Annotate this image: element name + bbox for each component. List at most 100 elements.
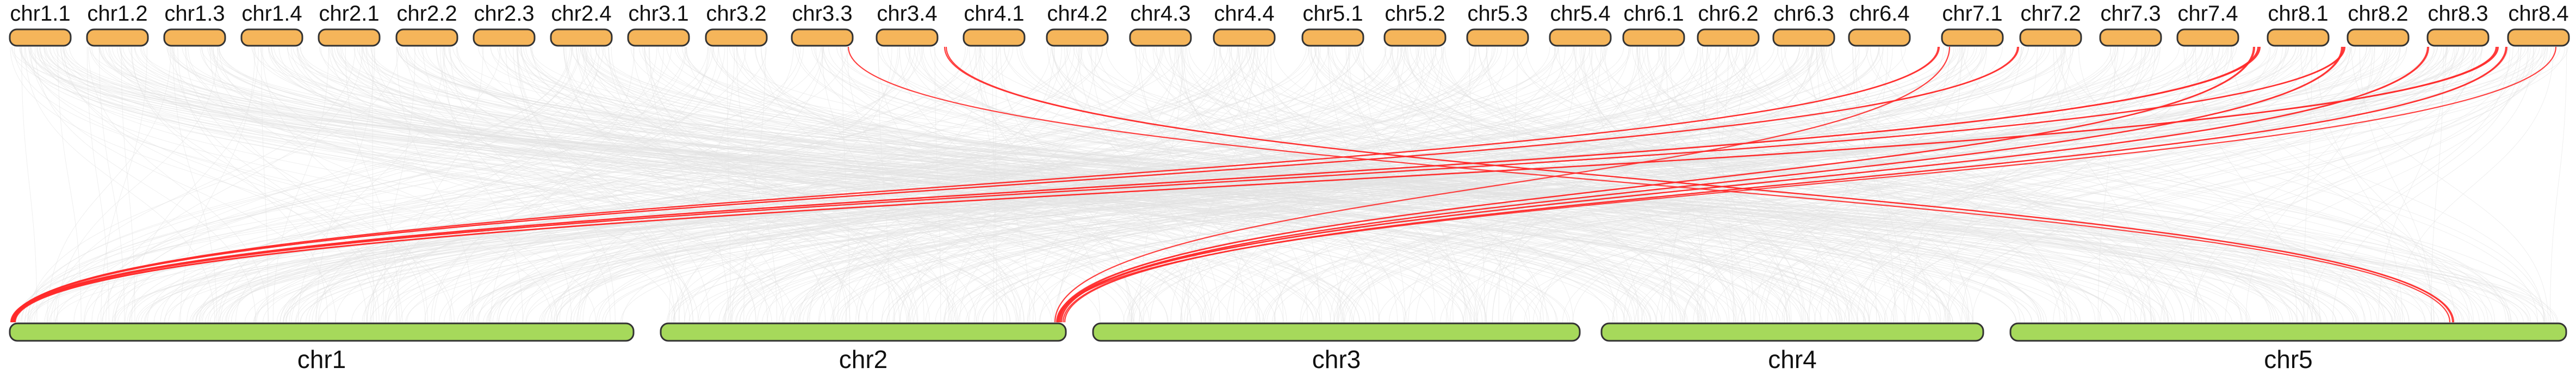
background-link bbox=[180, 46, 256, 323]
background-link bbox=[761, 46, 1017, 323]
top-chromosome-bar bbox=[1301, 28, 1364, 47]
background-link bbox=[1052, 46, 1886, 323]
top-chromosome-label: chr4.1 bbox=[964, 2, 1024, 26]
top-chromosome-chr5.2: chr5.2 bbox=[1383, 2, 1447, 47]
background-link bbox=[21, 46, 821, 323]
background-link bbox=[1698, 46, 2064, 323]
background-link bbox=[86, 46, 109, 323]
background-link bbox=[278, 46, 1132, 323]
background-link bbox=[1315, 46, 2066, 323]
background-link bbox=[261, 46, 269, 323]
background-link bbox=[88, 46, 269, 323]
highlighted-link bbox=[1054, 46, 1951, 323]
top-chromosome-bar bbox=[705, 28, 768, 47]
background-link bbox=[644, 46, 1025, 323]
top-chromosome-chr6.3: chr6.3 bbox=[1772, 2, 1835, 47]
background-link bbox=[1905, 46, 2194, 323]
background-link bbox=[37, 46, 1785, 323]
top-chromosome-label: chr5.1 bbox=[1302, 2, 1363, 26]
background-link bbox=[1201, 46, 1969, 323]
top-chromosome-label: chr3.2 bbox=[706, 2, 766, 26]
background-link bbox=[2431, 46, 2444, 323]
background-link bbox=[30, 46, 1616, 323]
background-link bbox=[718, 46, 1335, 323]
background-link bbox=[506, 46, 1392, 323]
background-link bbox=[731, 46, 1728, 323]
highlighted-link bbox=[847, 46, 2451, 323]
top-chromosome-chr1.3: chr1.3 bbox=[163, 2, 226, 47]
background-link bbox=[335, 46, 1163, 323]
top-chromosome-chr6.2: chr6.2 bbox=[1697, 2, 1760, 47]
top-chromosome-label: chr5.3 bbox=[1467, 2, 1528, 26]
background-link bbox=[401, 46, 2321, 323]
background-link bbox=[91, 46, 1464, 323]
background-link bbox=[1053, 46, 1351, 323]
background-link bbox=[61, 46, 455, 323]
background-link bbox=[1512, 46, 2543, 323]
background-link bbox=[1408, 46, 1637, 323]
background-link bbox=[521, 46, 1021, 323]
background-link bbox=[934, 46, 2152, 323]
top-chromosome-label: chr8.3 bbox=[2428, 2, 2488, 26]
background-link bbox=[491, 46, 635, 323]
background-link bbox=[1308, 46, 1850, 323]
background-link bbox=[1756, 46, 2132, 323]
background-link bbox=[1175, 46, 1398, 323]
background-link bbox=[1156, 46, 1705, 323]
background-link bbox=[1131, 46, 1962, 323]
background-link bbox=[276, 46, 1729, 323]
background-link bbox=[878, 46, 890, 323]
background-link bbox=[213, 46, 557, 323]
background-link bbox=[135, 46, 2196, 323]
bottom-chromosome-bar bbox=[2009, 322, 2567, 342]
top-chromosome-chr1.4: chr1.4 bbox=[240, 2, 303, 47]
background-link bbox=[2300, 46, 2435, 323]
background-link bbox=[73, 46, 686, 323]
background-link bbox=[361, 46, 1016, 323]
background-link bbox=[160, 46, 923, 323]
top-chromosome-bar bbox=[1941, 28, 2004, 47]
background-link bbox=[1407, 46, 1790, 323]
background-link bbox=[140, 46, 1953, 323]
background-link bbox=[727, 46, 731, 323]
background-link bbox=[439, 46, 572, 323]
background-link bbox=[296, 46, 2156, 323]
background-link bbox=[177, 46, 328, 323]
background-link bbox=[28, 46, 553, 323]
top-chromosome-bar bbox=[318, 28, 381, 47]
background-link bbox=[21, 46, 1205, 323]
top-chromosome-chr7.3: chr7.3 bbox=[2099, 2, 2162, 47]
background-link bbox=[1492, 46, 1667, 323]
background-link bbox=[1972, 46, 2388, 323]
background-link bbox=[2195, 46, 2298, 323]
background-link bbox=[904, 46, 1961, 323]
background-link bbox=[2110, 46, 2545, 323]
background-link bbox=[1821, 46, 2136, 323]
bottom-chromosome-chr3: chr3 bbox=[1092, 322, 1581, 373]
background-link bbox=[1554, 46, 2512, 323]
bottom-chromosome-chr4: chr4 bbox=[1600, 322, 1984, 373]
background-link bbox=[367, 46, 711, 323]
background-link bbox=[117, 46, 2278, 323]
top-chromosome-chr3.4: chr3.4 bbox=[876, 2, 939, 47]
background-link bbox=[119, 46, 1626, 323]
background-link bbox=[316, 46, 375, 323]
background-link bbox=[1267, 46, 2277, 323]
top-chromosome-label: chr5.2 bbox=[1385, 2, 1445, 26]
highlighted-link bbox=[1057, 46, 2557, 323]
background-link bbox=[200, 46, 1264, 323]
background-link bbox=[1426, 46, 2451, 323]
background-link bbox=[1901, 46, 2506, 323]
background-link bbox=[220, 46, 747, 323]
background-link bbox=[2394, 46, 2554, 323]
top-chromosome-chr3.2: chr3.2 bbox=[705, 2, 768, 47]
highlighted-link bbox=[1058, 46, 2430, 323]
top-chromosome-label: chr7.1 bbox=[1942, 2, 2002, 26]
background-link bbox=[14, 46, 597, 323]
background-link bbox=[28, 46, 1746, 323]
background-link bbox=[1486, 46, 1666, 323]
bottom-chromosome-bar bbox=[1092, 322, 1581, 342]
background-link bbox=[1944, 46, 2531, 323]
background-link bbox=[1693, 46, 2283, 323]
